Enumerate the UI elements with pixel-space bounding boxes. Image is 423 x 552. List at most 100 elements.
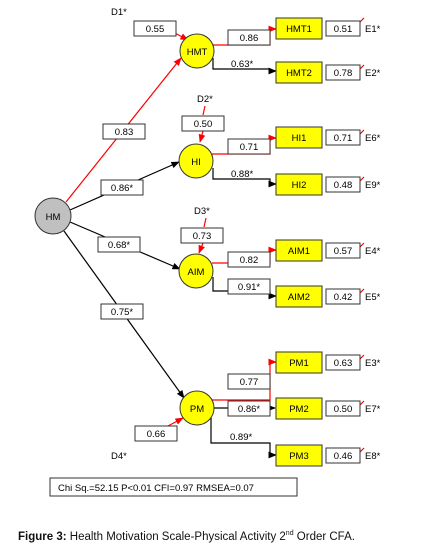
- disturbance-label-d4: D4*: [111, 451, 127, 462]
- error-value-hi1: 0.71: [334, 133, 353, 144]
- indicator-label-pm2: PM2: [289, 404, 309, 415]
- error-value-pm2: 0.50: [334, 404, 353, 415]
- factor-label-hi: HI: [191, 157, 201, 168]
- path-hi-hi2: [212, 168, 277, 188]
- factor-label-pm: PM: [190, 404, 204, 415]
- disturbance-box-pm: [134, 425, 178, 442]
- disturbance-value-pm: 0.66: [147, 429, 166, 440]
- indicator-box-pm3: [275, 444, 323, 467]
- disturbance-box-aim: [180, 227, 224, 244]
- error-value-aim1: 0.57: [334, 246, 353, 257]
- indicator-box-hmt1: [275, 17, 323, 40]
- loading-value-hm-aim: 0.68*: [108, 240, 130, 251]
- error-label-e3: E3*: [365, 358, 381, 369]
- indicator-label-aim2: AIM2: [288, 292, 310, 303]
- disturbance-label-d1: D1*: [111, 7, 127, 18]
- disturbance-box-hmt: [133, 20, 177, 37]
- disturbance-value-hi: 0.50: [194, 119, 213, 130]
- caption-text: Health Motivation Scale-Physical Activit…: [66, 530, 286, 543]
- indicator-row-hi2: HI2 0.48 E9*: [275, 173, 381, 196]
- loading-value-pm1: 0.77: [240, 377, 259, 388]
- error-label-e8: E8*: [365, 451, 381, 462]
- indicator-row-pm2: PM2 0.50 E7*: [275, 397, 381, 420]
- indicator-row-hmt2: HMT2 0.78 E2*: [275, 61, 381, 84]
- indicator-label-hi2: HI2: [292, 180, 307, 191]
- hm-label: HM: [46, 212, 61, 223]
- fit-stats-text: Chi Sq.=52.15 P<0.01 CFI=0.97 RMSEA=0.07: [58, 483, 254, 494]
- fit-stats-box: [49, 477, 298, 497]
- loading-box-hm-aim: [97, 236, 141, 253]
- disturbance-arrow-aim: [198, 242, 205, 254]
- loading-value-hm-hi: 0.86*: [111, 183, 133, 194]
- disturbance-box-hi: [181, 115, 225, 132]
- indicator-label-hi1: HI1: [292, 133, 307, 144]
- disturbance-label-d2: D2*: [197, 94, 213, 105]
- loading-box-pm1: [227, 373, 271, 390]
- indicator-row-aim2: AIM2 0.42 E5*: [275, 285, 381, 308]
- loading-value-aim2: 0.91*: [238, 282, 260, 293]
- disturbance-value-hmt: 0.55: [146, 24, 165, 35]
- error-value-pm3: 0.46: [334, 451, 353, 462]
- error-box-aim2: [325, 288, 361, 305]
- factor-node-hi: [178, 143, 214, 179]
- error-arrow-hmt2: [359, 64, 365, 70]
- error-value-aim2: 0.42: [334, 292, 353, 303]
- loading-box-pm2: [227, 400, 271, 417]
- error-value-hmt2: 0.78: [334, 68, 353, 79]
- error-box-pm2: [325, 400, 361, 417]
- indicator-row-hi1: HI1 0.71 E6*: [275, 126, 381, 149]
- indicator-row-pm1: PM1 0.63 E3*: [275, 351, 381, 374]
- disturbance-label-d3: D3*: [194, 206, 210, 217]
- indicator-label-aim1: AIM1: [288, 246, 310, 257]
- error-label-e2: E2*: [365, 68, 381, 79]
- disturbance-tick-hi: [202, 105, 206, 116]
- error-value-hi2: 0.48: [334, 180, 353, 191]
- error-arrow-hi1: [359, 129, 365, 135]
- indicator-box-hi1: [275, 126, 323, 149]
- hm-node: [34, 197, 72, 235]
- loading-box-hi1: [227, 138, 271, 155]
- error-box-pm1: [325, 354, 361, 371]
- loading-value-hi1: 0.71: [240, 142, 259, 153]
- error-value-pm1: 0.63: [334, 358, 353, 369]
- factor-label-hmt: HMT: [187, 47, 208, 58]
- loading-value-hmt2: 0.63*: [231, 59, 253, 70]
- error-arrow-pm1: [359, 354, 365, 360]
- error-box-hmt1: [325, 20, 361, 37]
- caption-sup: nd: [285, 530, 294, 537]
- loading-box-hm-hi: [100, 179, 144, 196]
- error-value-hmt1: 0.51: [334, 24, 353, 35]
- error-arrow-pm2: [359, 400, 365, 406]
- error-label-e7: E7*: [365, 404, 381, 415]
- disturbance-value-aim: 0.73: [193, 231, 212, 242]
- disturbance-arrow-pm: [167, 417, 184, 427]
- loading-value-pm2: 0.86*: [238, 404, 260, 415]
- indicator-box-hi2: [275, 173, 323, 196]
- error-box-hi1: [325, 129, 361, 146]
- loading-box-hm-hmt: [102, 123, 146, 140]
- error-box-hi2: [325, 176, 361, 193]
- indicator-label-hmt2: HMT2: [286, 68, 312, 79]
- loading-value-hi2: 0.88*: [231, 169, 253, 180]
- factor-label-aim: AIM: [188, 267, 205, 278]
- loading-value-hmt1: 0.86: [240, 33, 259, 44]
- loading-box-aim2: [227, 278, 271, 295]
- indicator-box-pm1: [275, 351, 323, 374]
- loading-value-hm-pm: 0.75*: [111, 307, 133, 318]
- error-arrow-aim1: [359, 242, 365, 248]
- error-arrow-pm3: [359, 447, 365, 453]
- error-label-e4: E4*: [365, 246, 381, 257]
- path-pm-pm3: [210, 417, 277, 459]
- loading-value-pm3: 0.89*: [230, 432, 252, 443]
- error-box-pm3: [325, 447, 361, 464]
- indicator-row-pm3: PM3 0.46 E8*: [275, 444, 381, 467]
- error-label-e1: E1*: [365, 24, 381, 35]
- indicator-label-pm3: PM3: [289, 451, 309, 462]
- caption-prefix: Figure 3:: [18, 530, 67, 543]
- error-box-hmt2: [325, 64, 361, 81]
- error-label-e9: E9*: [365, 180, 381, 191]
- path-hmt-hmt2: [212, 58, 277, 75]
- factor-node-hmt: [179, 33, 215, 69]
- error-arrow-hi2: [359, 176, 365, 182]
